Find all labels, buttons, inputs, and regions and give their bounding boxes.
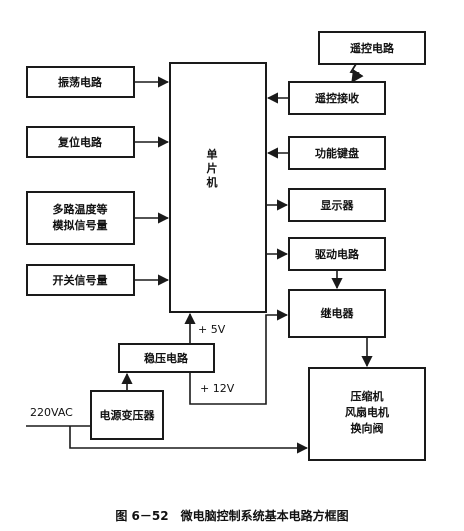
oscillator-label: 振荡电路 bbox=[58, 75, 103, 89]
regulator-label: 稳压电路 bbox=[144, 351, 189, 365]
relay-label: 继电器 bbox=[321, 306, 355, 320]
analog-multi-label-2: 模拟信号量 bbox=[53, 218, 108, 232]
mcu-label-2: 片 bbox=[207, 161, 218, 175]
load-label-1: 压缩机 bbox=[351, 389, 384, 403]
ac-to-load-arrow bbox=[69, 426, 309, 454]
block-driver: 驱动电路 bbox=[288, 237, 386, 271]
load-label-3: 换向阀 bbox=[351, 421, 384, 435]
switch-signal-label: 开关信号量 bbox=[53, 273, 108, 287]
analog-multi-label-1: 多路温度等 bbox=[53, 202, 108, 216]
block-switch-signal: 开关信号量 bbox=[26, 264, 135, 296]
mcu-label-3: 机 bbox=[207, 175, 218, 189]
block-remote-receiver: 遥控接收 bbox=[288, 81, 386, 115]
block-mcu: 单 片 机 bbox=[169, 62, 267, 313]
block-remote-circuit: 遥控电路 bbox=[318, 31, 426, 65]
block-reset: 复位电路 bbox=[26, 126, 135, 158]
block-oscillator: 振荡电路 bbox=[26, 66, 135, 98]
block-relay: 继电器 bbox=[288, 289, 386, 338]
transformer-label: 电源变压器 bbox=[100, 408, 156, 422]
block-regulator: 稳压电路 bbox=[118, 343, 215, 373]
regulator-to-relay-arrow bbox=[189, 309, 289, 405]
driver-label: 驱动电路 bbox=[315, 247, 360, 261]
wireless-link-arrow bbox=[349, 63, 364, 84]
plus-5v-label: + 5V bbox=[198, 323, 226, 336]
display-label: 显示器 bbox=[321, 199, 355, 212]
block-analog-multi: 多路温度等 模拟信号量 bbox=[26, 191, 135, 245]
plus-12v-label: + 12V bbox=[200, 382, 235, 395]
block-transformer: 电源变压器 bbox=[90, 390, 164, 440]
block-function-keys: 功能键盘 bbox=[288, 136, 386, 170]
function-keys-label: 功能键盘 bbox=[315, 146, 359, 160]
ac-input-label: 220VAC bbox=[30, 406, 73, 419]
figure-caption: 图 6－52 微电脑控制系统基本电路方框图 bbox=[115, 508, 348, 523]
block-load: 压缩机 风扇电机 换向阀 bbox=[308, 367, 426, 461]
block-display: 显示器 bbox=[288, 188, 386, 222]
load-label-2: 风扇电机 bbox=[345, 405, 389, 419]
mcu-label-1: 单 bbox=[207, 147, 218, 161]
remote-circuit-label: 遥控电路 bbox=[350, 41, 395, 55]
reset-label: 复位电路 bbox=[57, 135, 103, 149]
remote-receiver-label: 遥控接收 bbox=[315, 91, 359, 105]
